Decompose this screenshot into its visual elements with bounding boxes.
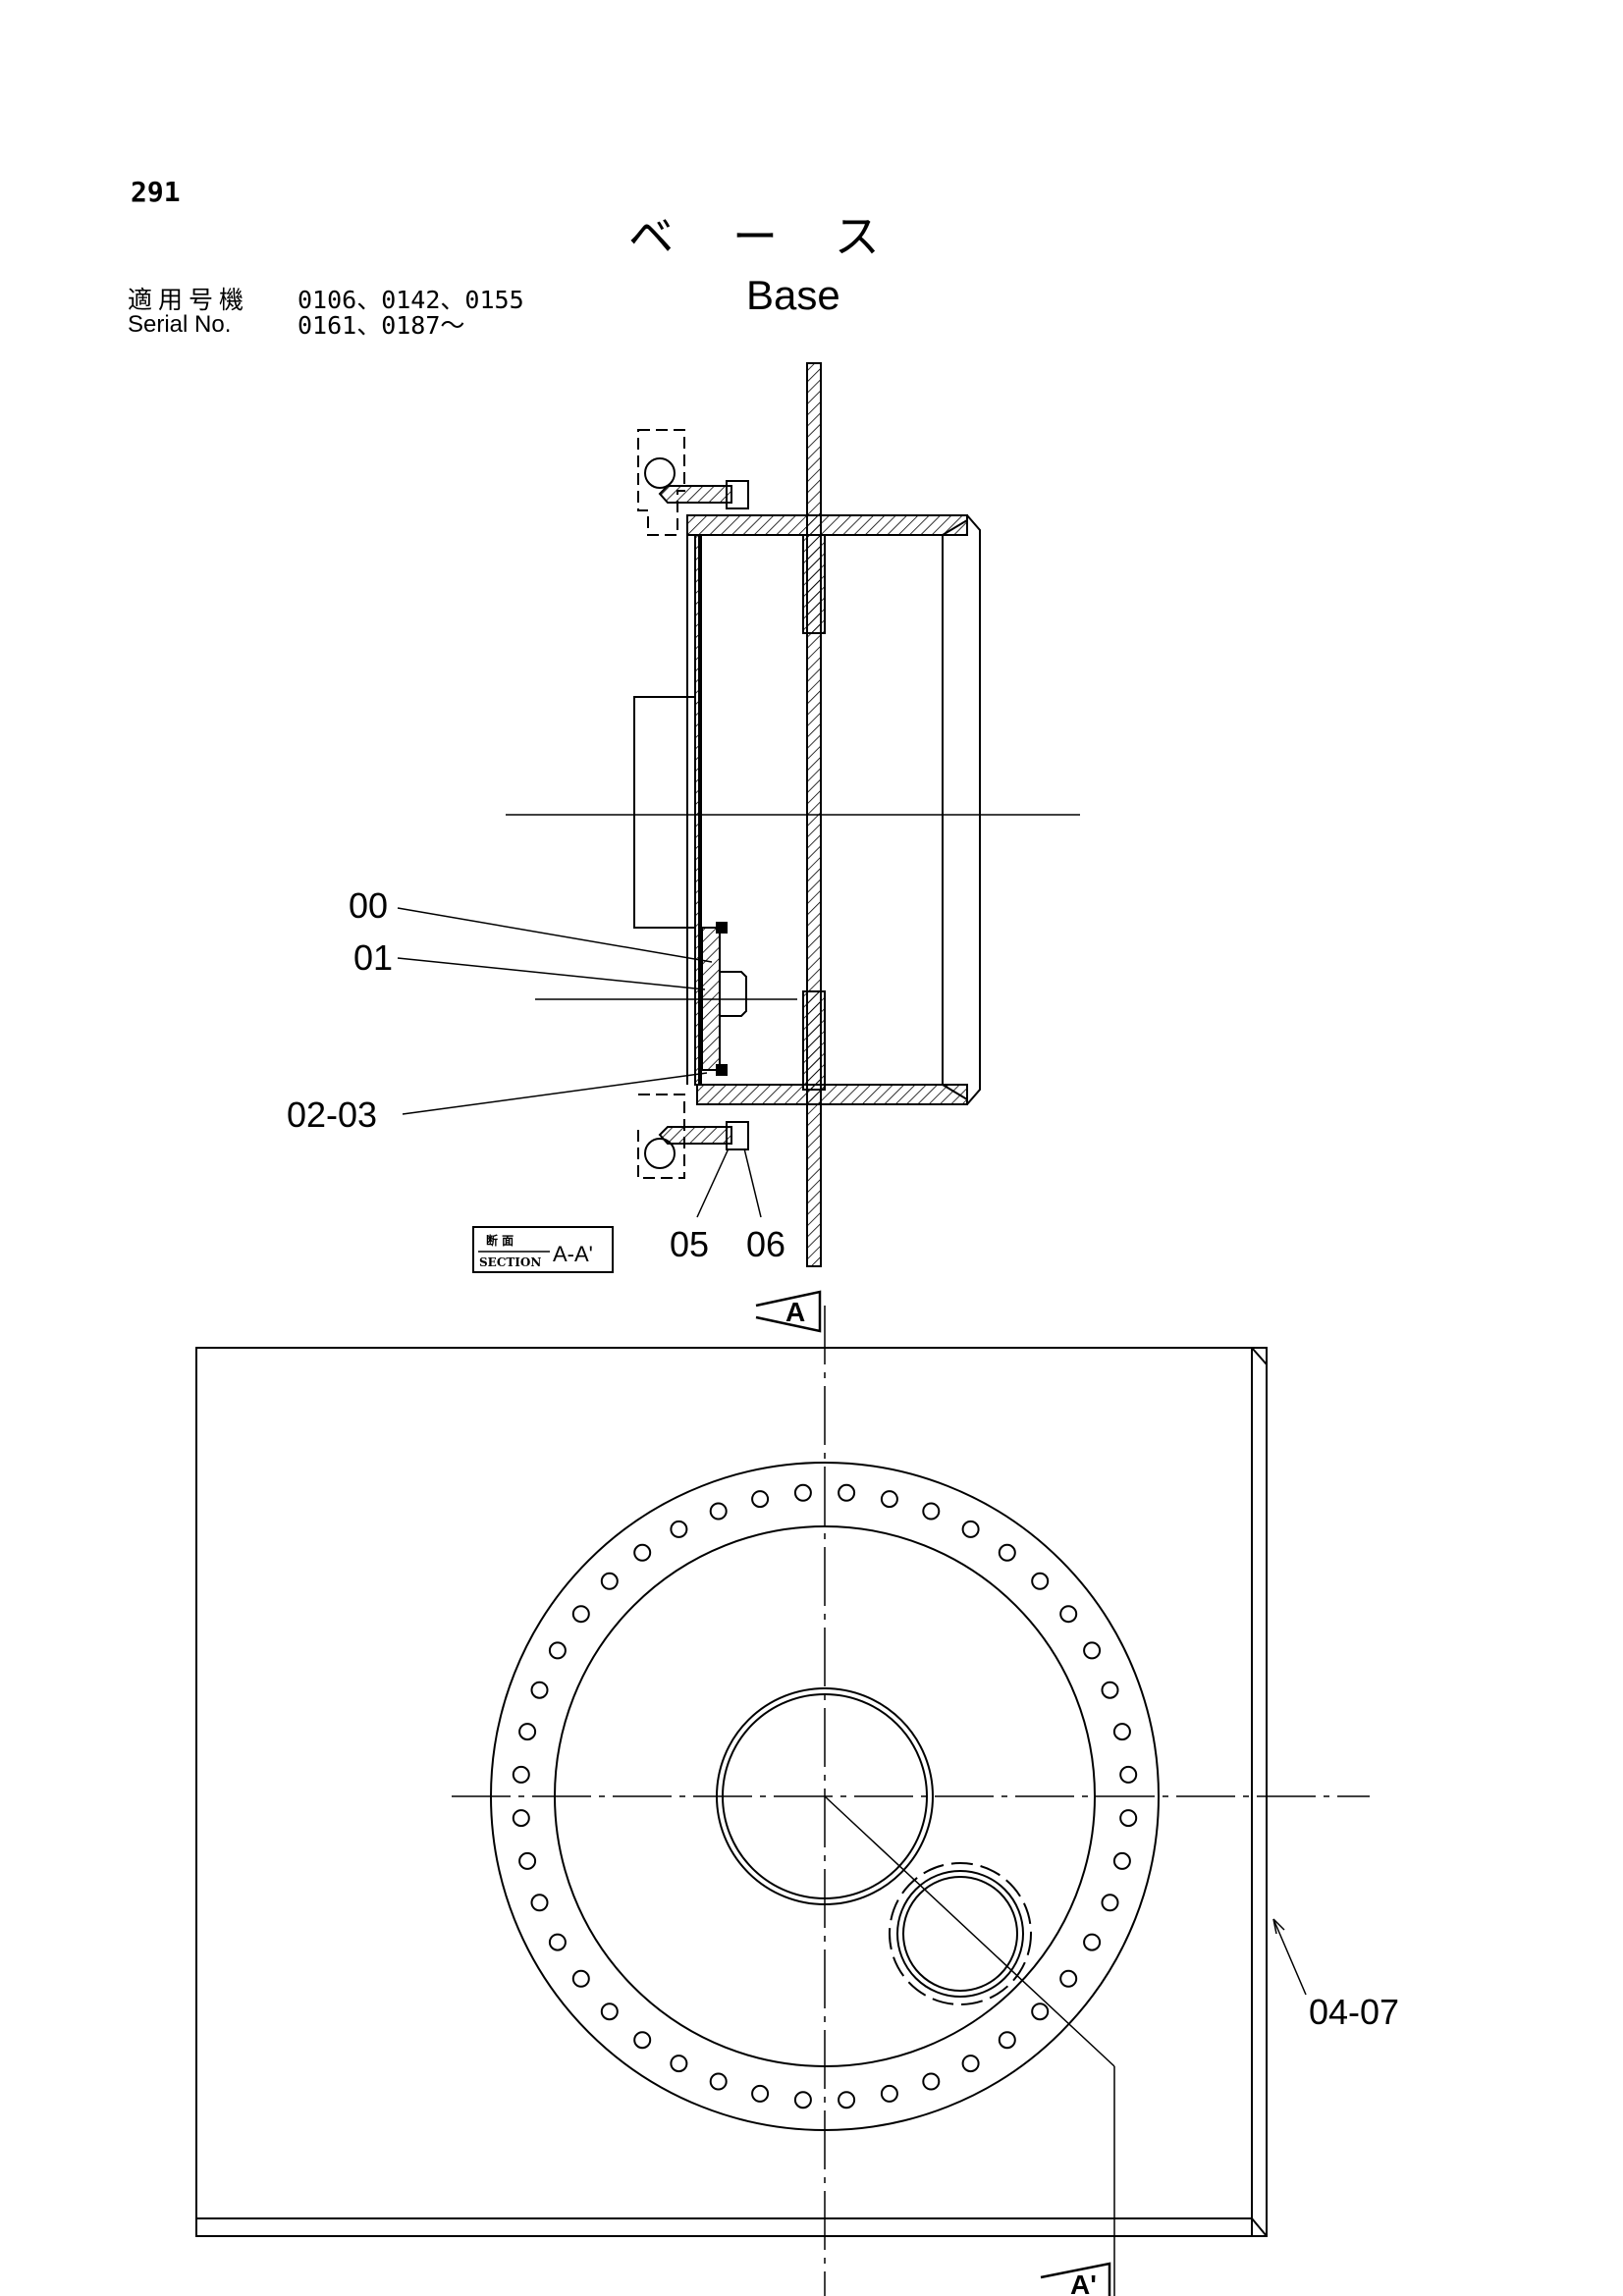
- callout-06: 06: [746, 1224, 785, 1264]
- bolt-hole: [512, 1765, 530, 1784]
- bolt-hole: [1031, 2002, 1050, 2021]
- bolt-hole: [1083, 1641, 1102, 1660]
- bolt-hole: [1119, 1765, 1138, 1784]
- bolt-hole: [518, 1851, 537, 1870]
- left-boss: [633, 540, 696, 929]
- bolt-hole: [880, 2084, 898, 2103]
- bolt-hole: [633, 2031, 652, 2050]
- svg-text:A': A': [1070, 2269, 1097, 2296]
- bolt-hole: [518, 1723, 537, 1741]
- plan-view: [195, 1306, 1370, 2296]
- bolt-hole: [961, 2055, 980, 2073]
- bolt-hole: [1059, 1969, 1078, 1988]
- section-label-en: SECTION: [479, 1255, 541, 1269]
- bottom-wall: [696, 1084, 968, 1105]
- bolt-hole: [1059, 1605, 1078, 1624]
- bolt-hole: [670, 2055, 688, 2073]
- bolt-hole: [548, 1933, 567, 1951]
- bolt-hole: [512, 1809, 530, 1828]
- section-label-box: 断 面 SECTION A-A': [472, 1226, 614, 1273]
- top-bolt-assembly: [637, 429, 749, 536]
- bolt-hole: [922, 1502, 941, 1521]
- callout-05: 05: [670, 1224, 709, 1264]
- bolt-hole: [793, 1483, 812, 1502]
- callout-leaders: [397, 907, 1307, 1996]
- bolt-hole: [600, 2002, 619, 2021]
- bolt-hole: [998, 1543, 1016, 1562]
- callout-01: 01: [353, 937, 393, 978]
- callout-02-03: 02-03: [287, 1095, 377, 1135]
- bolt-hole: [571, 1969, 590, 1988]
- serial-label-japanese: 適用号機: [128, 286, 250, 314]
- bolt-hole: [838, 2091, 856, 2109]
- bolt-hole: [998, 2031, 1016, 2050]
- bolt-hole: [1101, 1681, 1119, 1699]
- bolt-hole: [1031, 1572, 1050, 1590]
- bolt-hole: [961, 1520, 980, 1538]
- bolt-hole: [922, 2072, 941, 2091]
- serial-label-english: Serial No.: [128, 311, 232, 338]
- bolt-hole: [670, 1520, 688, 1538]
- title-japanese: ベース: [628, 210, 939, 263]
- callout-04-07: 04-07: [1309, 1992, 1399, 2032]
- bolt-hole: [793, 2091, 812, 2109]
- bolt-hole: [1119, 1809, 1138, 1828]
- bolt-hole: [600, 1572, 619, 1590]
- bolt-hole: [880, 1490, 898, 1509]
- section-label-jp: 断 面: [486, 1233, 514, 1248]
- bolt-hole: [709, 1502, 728, 1521]
- bolt-holes: [512, 1483, 1138, 2109]
- bolt-hole: [751, 2084, 770, 2103]
- bolt-hole: [751, 1490, 770, 1509]
- bolt-hole: [1112, 1851, 1131, 1870]
- bolt-hole: [548, 1641, 567, 1660]
- bolt-hole: [1101, 1894, 1119, 1912]
- bolt-hole: [571, 1605, 590, 1624]
- section-marker-bottom: A': [1040, 2262, 1111, 2296]
- bolt-hole: [1112, 1723, 1131, 1741]
- bolt-hole: [1083, 1933, 1102, 1951]
- section-view: [506, 362, 1080, 1267]
- callout-00: 00: [349, 885, 388, 926]
- section-label-aa: A-A': [553, 1242, 593, 1266]
- title-english: Base: [746, 272, 840, 318]
- section-marker-top: A: [755, 1290, 822, 1333]
- serial-values-line1: 0106、0142、0155: [298, 286, 524, 314]
- bottom-bolt-assembly: [637, 1094, 749, 1179]
- svg-text:A: A: [785, 1297, 805, 1327]
- page-number: 291: [131, 176, 181, 208]
- serial-values-line2: 0161、0187～: [298, 311, 465, 340]
- bolt-hole: [633, 1543, 652, 1562]
- bolt-hole: [530, 1681, 549, 1699]
- bolt-hole: [709, 2072, 728, 2091]
- bolt-hole: [838, 1483, 856, 1502]
- base-plate-outline: [195, 1347, 1268, 2237]
- top-wall: [686, 514, 981, 1105]
- bolt-hole: [530, 1894, 549, 1912]
- pinion-hole: [889, 1862, 1032, 2005]
